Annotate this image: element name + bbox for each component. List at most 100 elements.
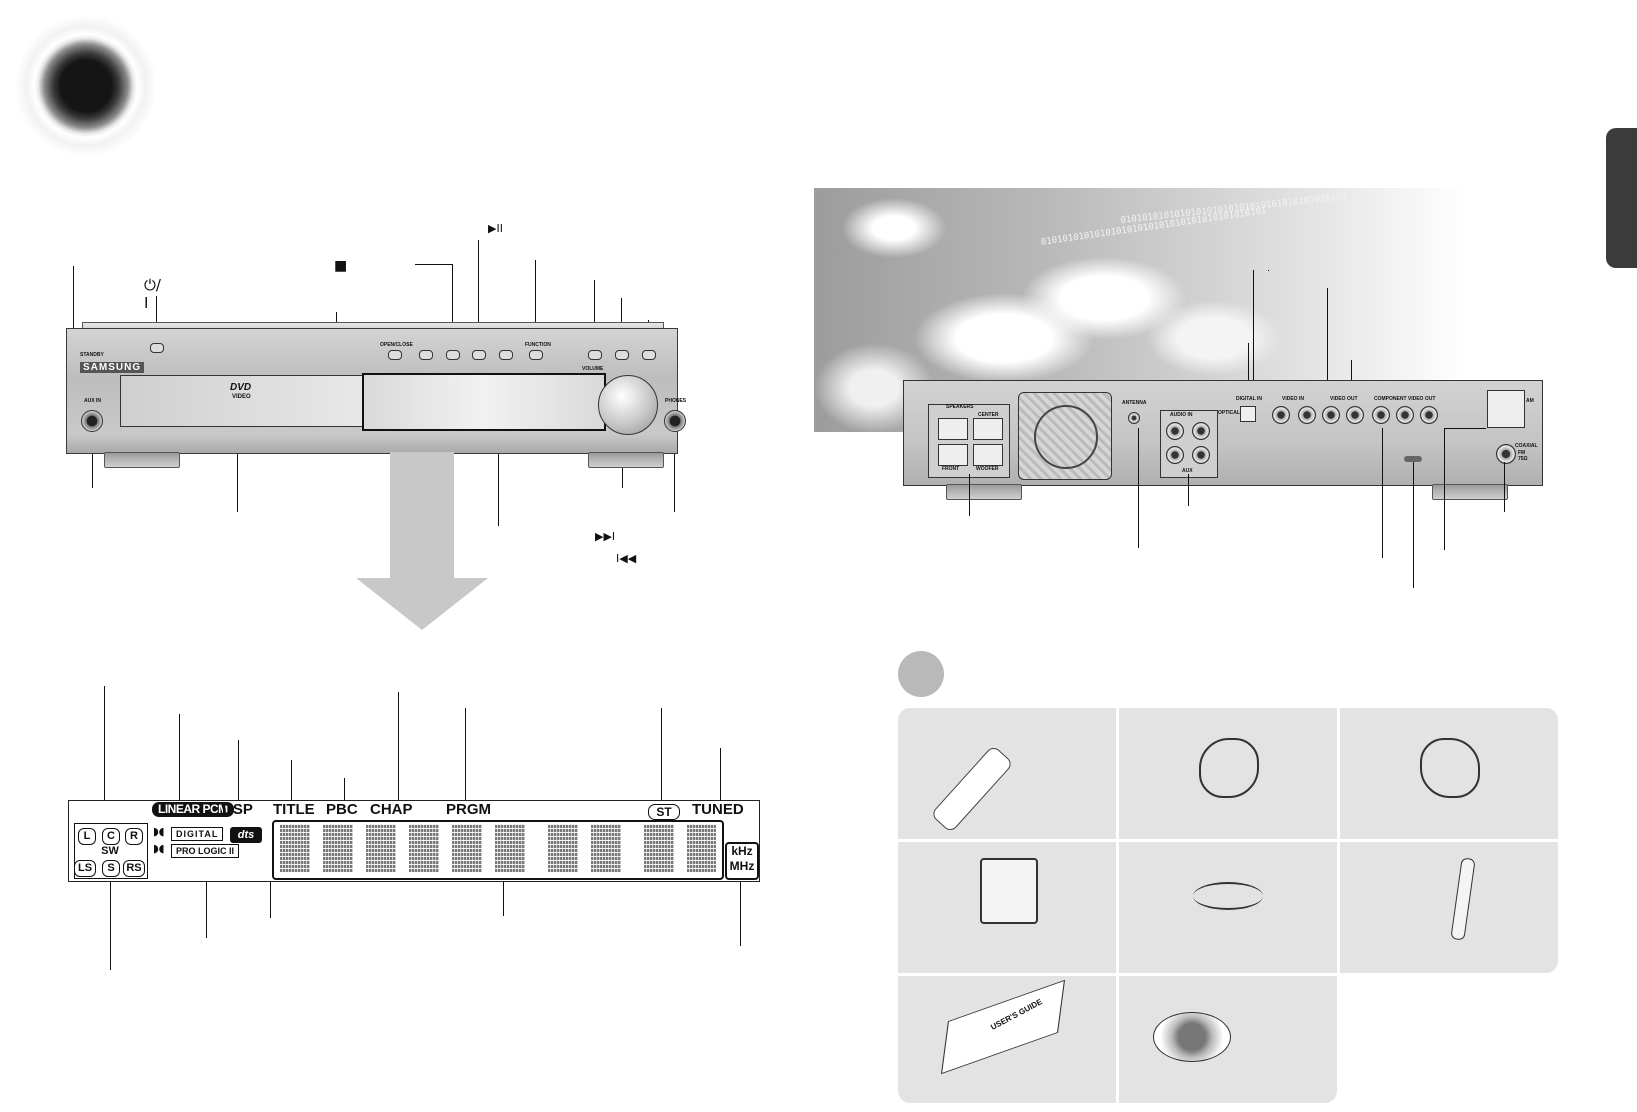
leader-line — [291, 760, 292, 802]
leader-line — [1268, 270, 1269, 271]
khz-label: kHz — [731, 844, 753, 858]
open-close-label: OPEN/CLOSE — [380, 342, 413, 348]
leader-line — [740, 876, 741, 946]
accessory-fm-antenna — [1119, 842, 1337, 973]
coaxial-in-jack[interactable] — [1272, 406, 1290, 424]
optical-label: OPTICAL — [1218, 410, 1240, 416]
video-output-switch[interactable] — [1404, 456, 1422, 462]
leader-line — [594, 280, 595, 346]
segment-digit — [687, 824, 716, 872]
open-close-button[interactable] — [388, 350, 402, 360]
fm-ohm-label: 75Ω — [1518, 456, 1528, 462]
leader-line — [206, 866, 207, 938]
leader-line — [398, 692, 399, 802]
audio-in-panel — [1160, 410, 1218, 478]
book-icon — [940, 979, 1066, 1075]
leader-line — [1413, 462, 1414, 588]
phones-label: PHONES — [665, 398, 687, 404]
channel-r: R — [125, 828, 143, 845]
video-cable-icon — [1199, 738, 1259, 798]
leader-line — [104, 686, 105, 814]
stop-button[interactable] — [446, 350, 460, 360]
component-pr-jack[interactable] — [1372, 406, 1390, 424]
function-button[interactable] — [529, 350, 543, 360]
speaker-terminal[interactable] — [973, 418, 1003, 440]
aux-jack[interactable] — [1192, 446, 1210, 464]
dts-indicator: dts — [230, 827, 262, 843]
leader-line — [110, 878, 111, 970]
leader-line — [1327, 288, 1328, 406]
s-video-out-jack[interactable] — [1346, 406, 1364, 424]
leader-line — [415, 264, 453, 265]
segment-display-frame — [272, 820, 724, 880]
segment-digit — [366, 824, 396, 872]
aux-in-label: AUX IN — [84, 398, 101, 404]
power-button[interactable] — [150, 343, 164, 353]
center-label: CENTER — [978, 412, 999, 418]
play-pause-symbol: ▶II — [488, 222, 503, 235]
chap-indicator: CHAP — [370, 801, 413, 818]
speaker-terminal[interactable] — [938, 418, 968, 440]
linear-pcm-indicator: LINEAR PCM — [152, 802, 234, 817]
accessory-audio-cable — [1340, 708, 1558, 839]
standby-label: STANDBY — [80, 352, 104, 358]
next-button[interactable] — [499, 350, 513, 360]
leader-line — [969, 474, 970, 516]
optical-input[interactable] — [1240, 406, 1256, 422]
video-out-jack[interactable] — [1322, 406, 1340, 424]
front-display-window — [362, 373, 606, 431]
next-symbol: ▶▶I — [595, 530, 616, 543]
leader-line — [535, 260, 536, 344]
play-pause-button[interactable] — [472, 350, 486, 360]
video-in-jack[interactable] — [1298, 406, 1316, 424]
fm-antenna-icon — [1193, 882, 1263, 910]
audio-in-jack[interactable] — [1166, 422, 1184, 440]
mode-button[interactable] — [642, 350, 656, 360]
component-video-out-label: COMPONENT VIDEO OUT — [1374, 396, 1436, 402]
volume-label: VOLUME — [582, 366, 604, 372]
tuned-indicator: TUNED — [692, 801, 744, 818]
dolby-icon: ◗◖ — [153, 842, 165, 855]
volume-knob[interactable] — [598, 375, 658, 435]
dolby-icon: ◗◖ — [153, 825, 165, 838]
am-antenna-terminal[interactable] — [1487, 390, 1525, 428]
unit-top — [82, 322, 664, 333]
arrow-down-icon — [390, 452, 454, 578]
channel-l: L — [78, 828, 96, 845]
prev-button[interactable] — [419, 350, 433, 360]
leader-line — [179, 714, 180, 802]
remote-control-icon — [930, 744, 1014, 834]
antenna-jack[interactable] — [1128, 412, 1140, 424]
aux-in-jack[interactable] — [81, 410, 103, 432]
fm-antenna-jack[interactable] — [1496, 444, 1516, 464]
band-button[interactable] — [615, 350, 629, 360]
leader-line — [237, 420, 238, 512]
channel-sw: SW — [101, 845, 119, 857]
leader-line — [1188, 474, 1189, 506]
video-in-label: VIDEO IN — [1282, 396, 1304, 402]
video-out-label: VIDEO OUT — [1330, 396, 1358, 402]
component-pb-jack[interactable] — [1396, 406, 1414, 424]
speaker-terminal[interactable] — [938, 444, 968, 466]
accessory-microphone — [1119, 976, 1337, 1103]
aux-jack[interactable] — [1166, 446, 1184, 464]
fan-ring — [1034, 405, 1098, 469]
leader-line — [1504, 462, 1505, 512]
component-y-jack[interactable] — [1420, 406, 1438, 424]
dsp-indicator: DSP — [222, 801, 253, 818]
accessory-users-guide: USER'S GUIDE — [898, 976, 1116, 1103]
speaker-terminal[interactable] — [973, 444, 1003, 466]
speakers-label: SPEAKERS — [946, 404, 974, 410]
stop-symbol: ■ — [334, 258, 348, 274]
microphone-icon — [1153, 1012, 1231, 1062]
leader-line — [478, 240, 479, 346]
phones-jack[interactable] — [664, 410, 686, 432]
segment-digit — [280, 824, 310, 872]
prgm-indicator: PRGM — [446, 801, 491, 818]
digital-indicator: DIGITAL — [171, 827, 224, 841]
leader-line — [1382, 428, 1383, 558]
tuner-button[interactable] — [588, 350, 602, 360]
audio-in-jack[interactable] — [1192, 422, 1210, 440]
coaxial-label: COAXIAL — [1515, 443, 1538, 449]
accessory-rod-antenna — [1340, 842, 1558, 973]
